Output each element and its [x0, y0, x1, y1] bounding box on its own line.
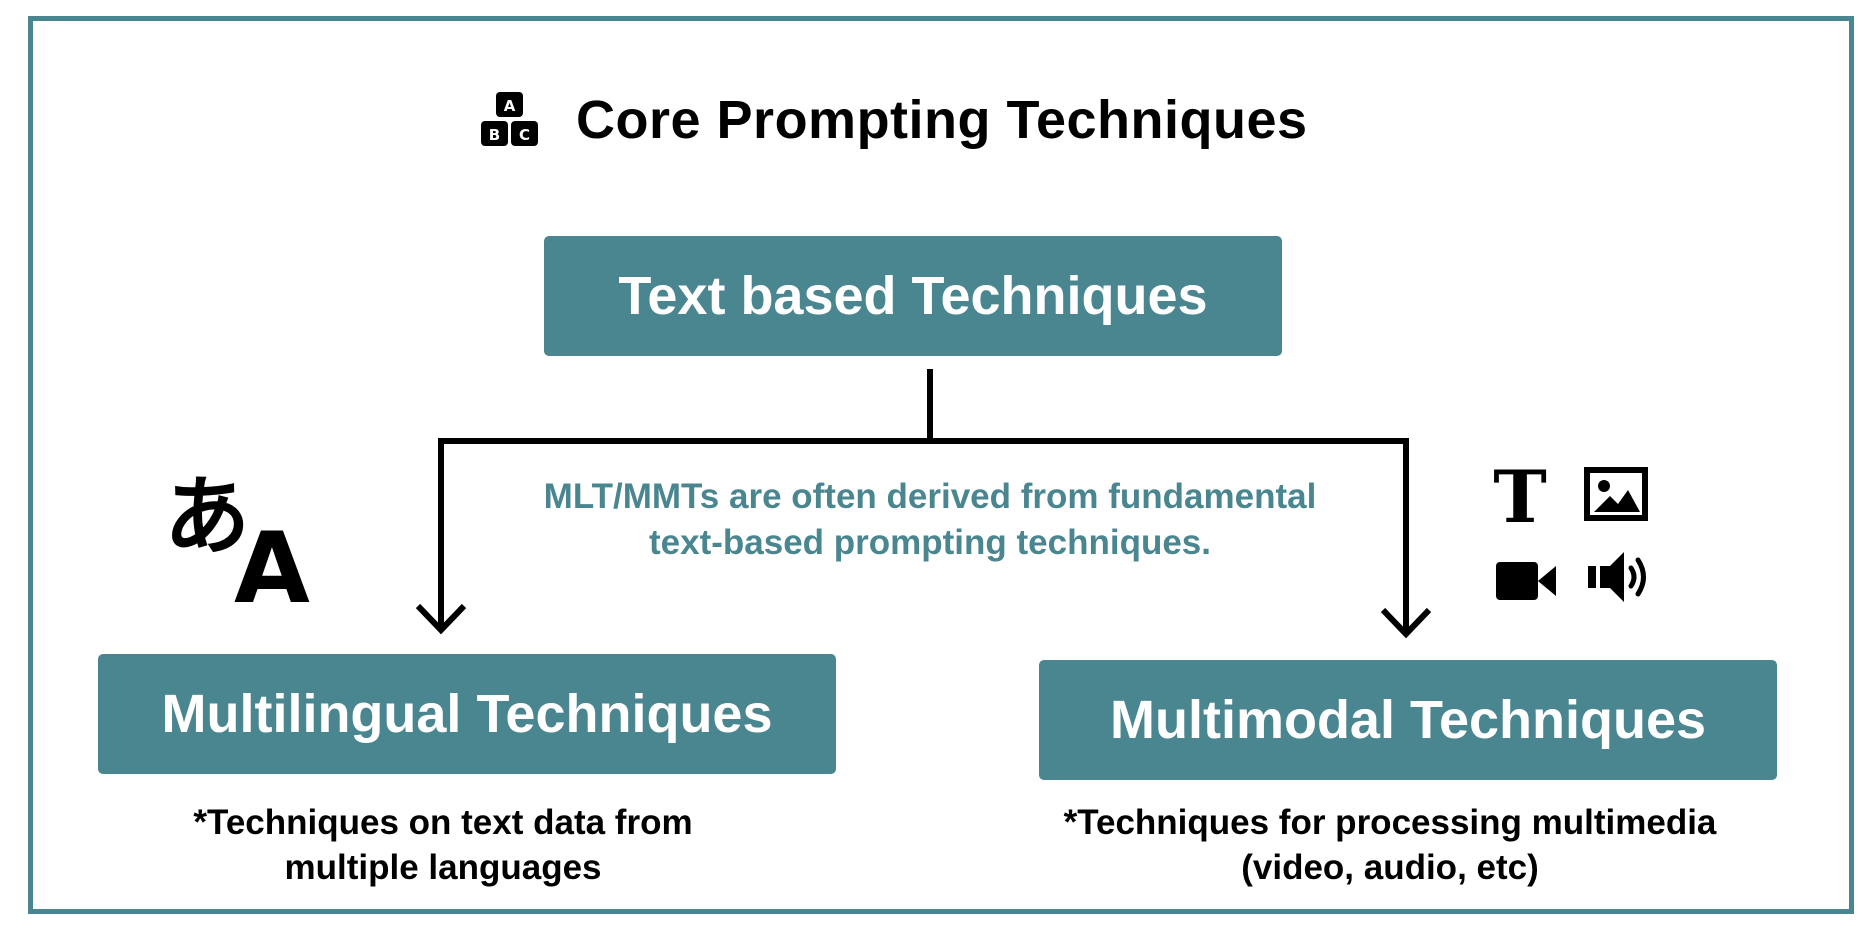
- multimodal-caption-line-1: *Techniques for processing multimedia: [1063, 803, 1717, 842]
- multilingual-techniques-label: Multilingual Techniques: [161, 684, 773, 744]
- right-arrowhead: [1380, 607, 1432, 639]
- diagram-title: Core Prompting Techniques: [576, 90, 1308, 150]
- text-based-techniques-box: Text based Techniques: [544, 236, 1282, 356]
- derivation-note-line-2: text-based prompting techniques.: [649, 523, 1211, 562]
- svg-text:C: C: [519, 126, 530, 144]
- svg-text:T: T: [1493, 462, 1547, 528]
- video-camera-icon: [1496, 562, 1556, 600]
- speaker-icon: [1588, 552, 1646, 602]
- multilingual-techniques-box: Multilingual Techniques: [98, 654, 836, 774]
- multilingual-caption-line-2: multiple languages: [284, 848, 602, 887]
- text-type-icon: T: [1493, 462, 1547, 528]
- derivation-note-line-1: MLT/MMTs are often derived from fundamen…: [543, 477, 1317, 516]
- multilingual-caption: *Techniques on text data from multiple l…: [98, 800, 788, 890]
- latin-glyph: A: [234, 512, 310, 612]
- translate-icon: あ A: [164, 467, 310, 612]
- derivation-note: MLT/MMTs are often derived from fundamen…: [470, 474, 1390, 566]
- svg-text:B: B: [489, 126, 500, 144]
- multimodal-caption: *Techniques for processing multimedia (v…: [990, 800, 1790, 890]
- abc-blocks-icon: A B C: [481, 92, 538, 146]
- svg-text:A: A: [504, 97, 516, 115]
- multimodal-techniques-box: Multimodal Techniques: [1039, 660, 1777, 780]
- image-icon: [1584, 467, 1648, 521]
- multimodal-techniques-label: Multimodal Techniques: [1109, 690, 1707, 750]
- diagram-frame: [28, 16, 1854, 914]
- multilingual-caption-line-1: *Techniques on text data from: [193, 803, 693, 842]
- text-based-techniques-label: Text based Techniques: [618, 266, 1208, 326]
- kana-glyph: あ: [164, 467, 250, 567]
- title-row: A B C Core Prompting Techniques: [480, 84, 1308, 156]
- multimodal-caption-line-2: (video, audio, etc): [1241, 848, 1539, 887]
- left-arrowhead: [415, 603, 467, 635]
